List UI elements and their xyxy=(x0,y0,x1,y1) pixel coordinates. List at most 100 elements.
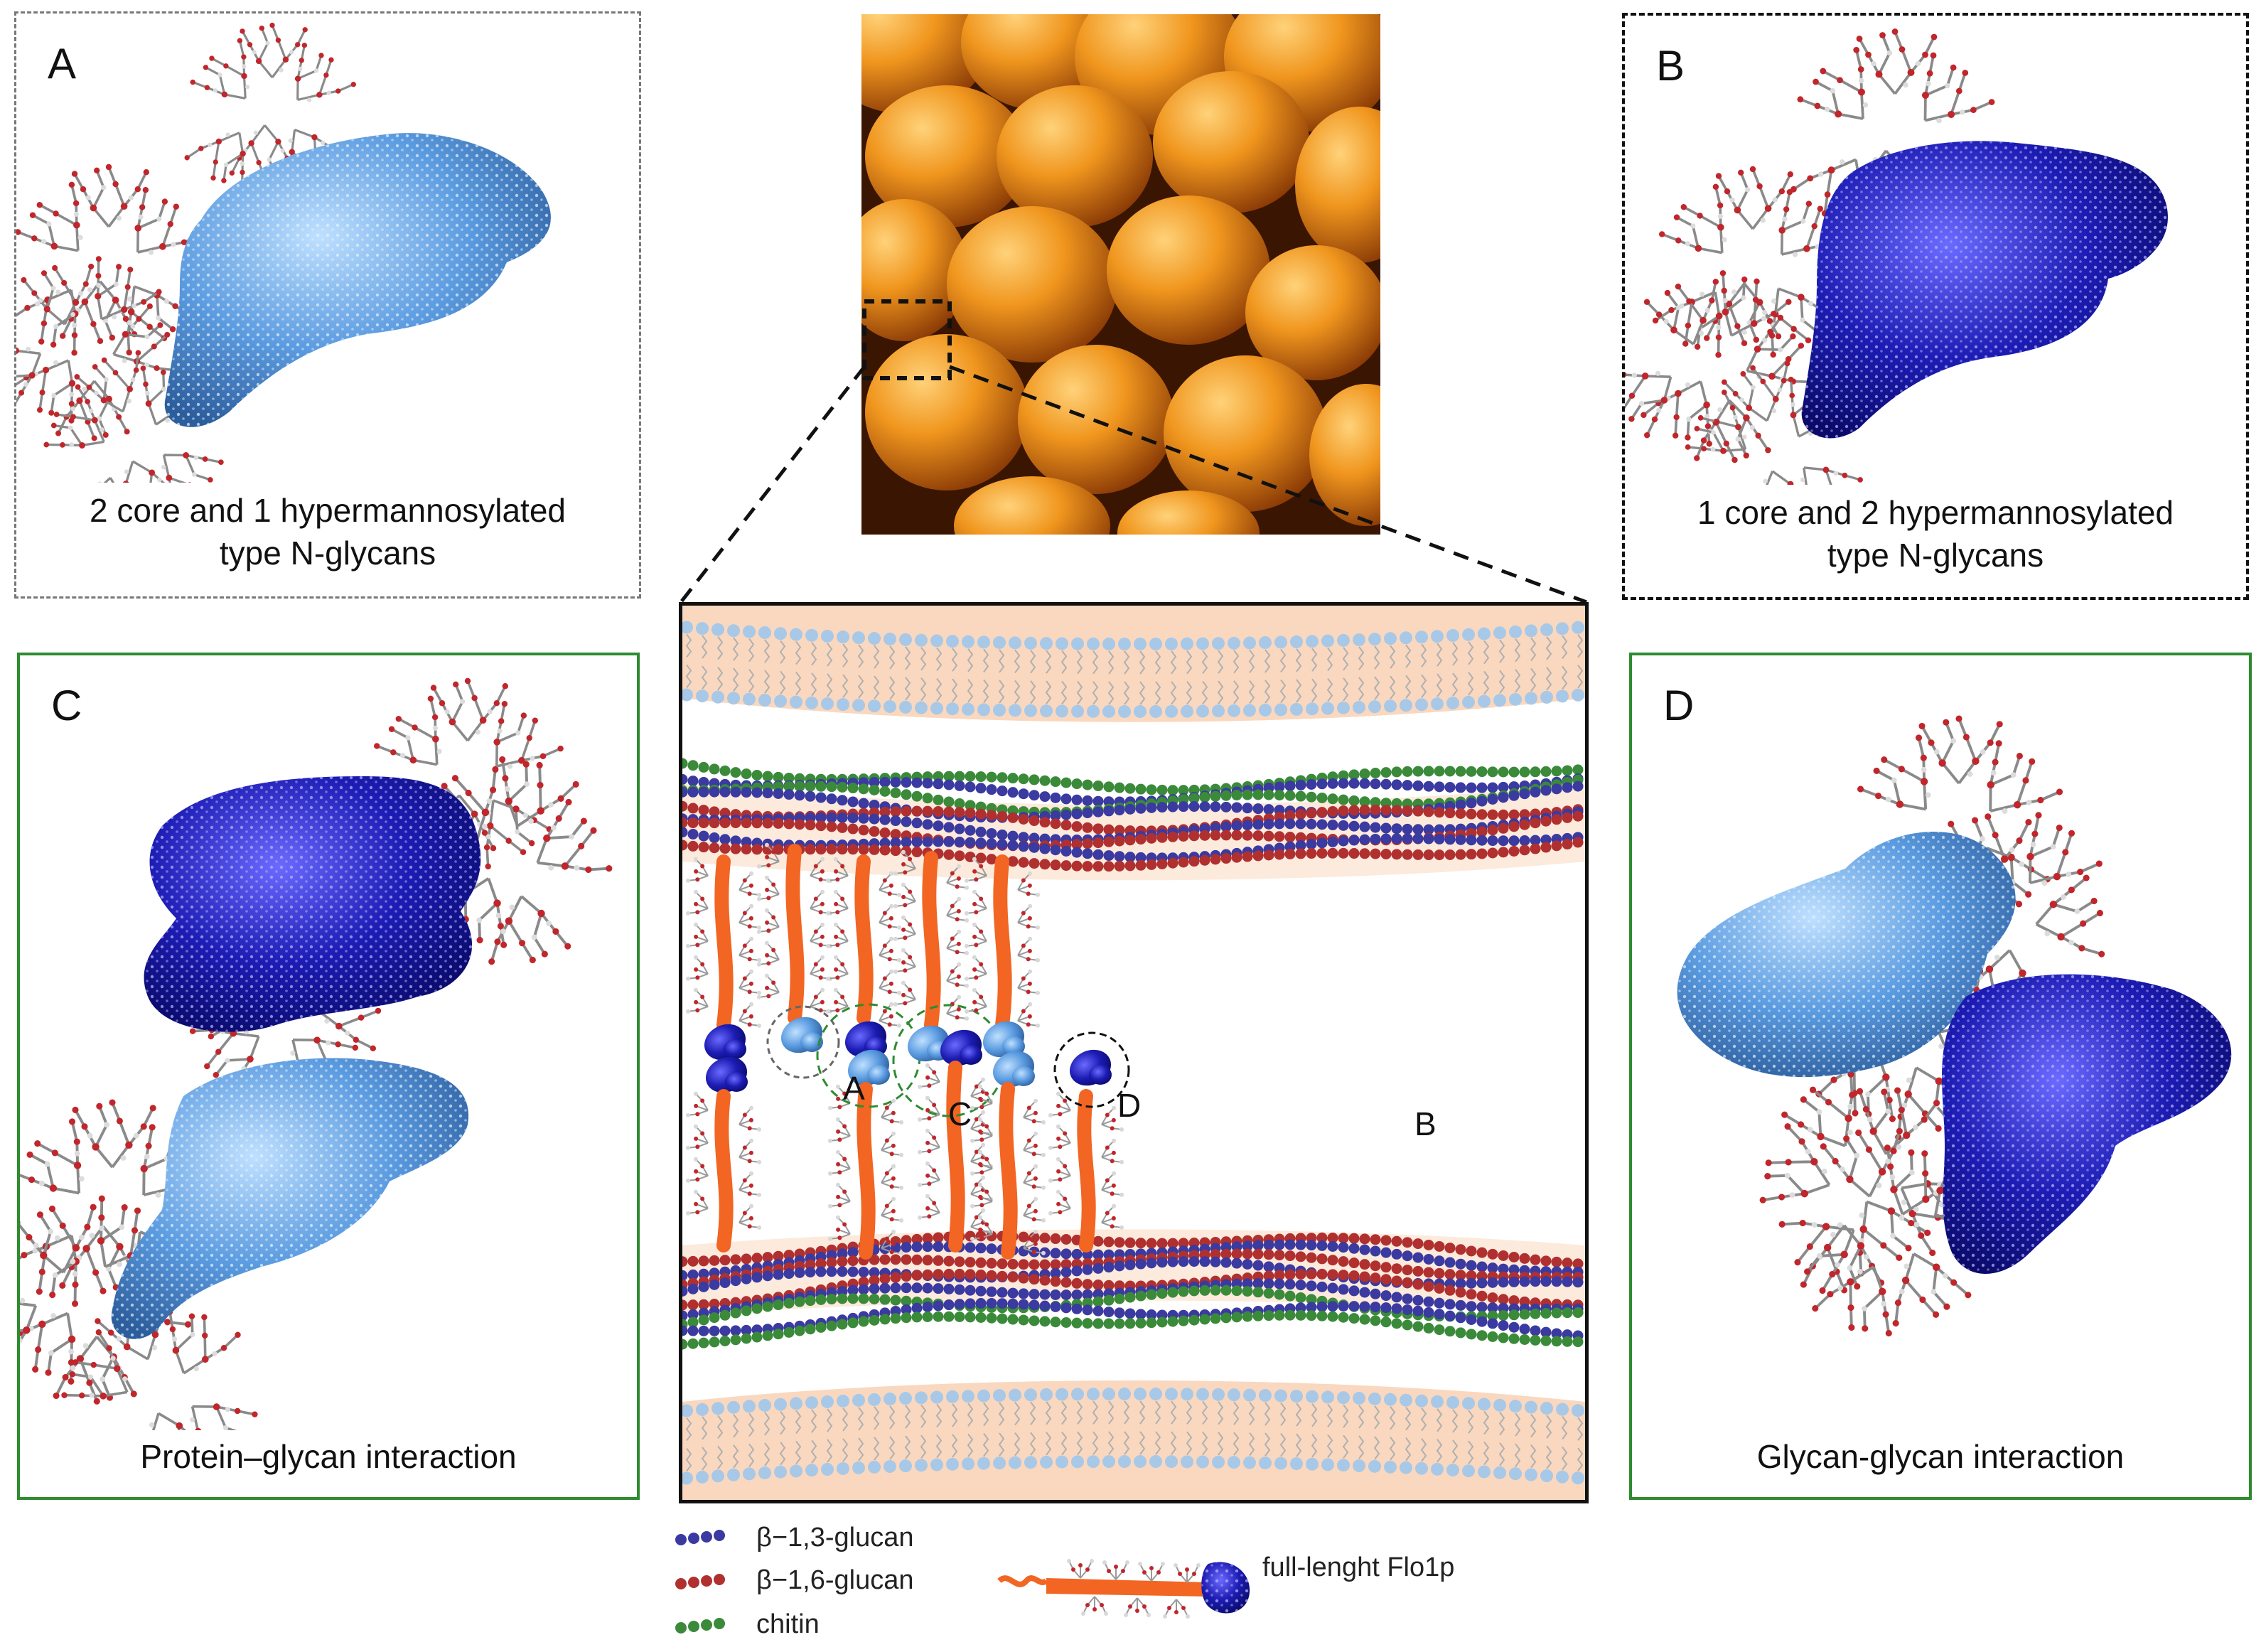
wall-strand-bottom xyxy=(847,1293,859,1304)
wall-strand-bottom xyxy=(879,1273,891,1284)
wall-strand-top xyxy=(975,852,987,864)
legend-beta16-swatch xyxy=(675,1574,725,1589)
wall-strand-bottom xyxy=(1508,1333,1520,1344)
wall-strand-bottom xyxy=(858,1277,869,1288)
wall-strand-top xyxy=(1348,835,1360,846)
wall-strand-top xyxy=(1402,805,1413,816)
wall-strand-top xyxy=(730,835,741,847)
lipid-top-tail xyxy=(1217,650,1224,704)
wall-strand-bottom xyxy=(1263,1249,1274,1260)
wall-strand-top xyxy=(1114,835,1125,847)
wall-strand-top xyxy=(1434,824,1445,835)
wall-strand-bottom xyxy=(1263,1270,1274,1282)
lipid-bottom-tail xyxy=(685,1417,692,1472)
wall-strand-bottom xyxy=(890,1282,901,1294)
lipid-top-tail xyxy=(1342,647,1349,702)
wall-strand-top xyxy=(1050,859,1061,871)
wall-strand-bottom xyxy=(911,1312,923,1323)
wall-strand-bottom xyxy=(1242,1311,1253,1322)
lipid-bottom-head xyxy=(884,1460,896,1474)
wall-strand-bottom xyxy=(965,1242,976,1253)
wall-strand-bottom xyxy=(1359,1287,1370,1298)
wall-strand-bottom xyxy=(869,1267,880,1278)
wall-strand-bottom xyxy=(1348,1301,1360,1312)
lipid-bottom-head xyxy=(1509,1400,1522,1413)
wall-strand-bottom xyxy=(1029,1289,1040,1300)
wall-strand-top xyxy=(1455,849,1466,860)
wall-strand-top xyxy=(1188,856,1200,867)
flo1p-glycan xyxy=(1012,967,1041,1002)
wall-strand-bottom xyxy=(1348,1270,1360,1282)
wall-strand-top xyxy=(1487,793,1498,805)
lipid-bottom-head xyxy=(1306,1390,1319,1403)
wall-strand-top xyxy=(1476,848,1488,859)
wall-strand-bottom xyxy=(1231,1312,1242,1323)
wall-strand-bottom xyxy=(1103,1294,1115,1306)
wall-strand-top xyxy=(997,785,1008,797)
legend-chitin-swatch xyxy=(675,1618,725,1634)
lipid-top-head xyxy=(868,699,881,713)
wall-strand-bottom xyxy=(997,1298,1008,1309)
lipid-top-tail xyxy=(920,647,927,702)
wall-strand-top xyxy=(1188,793,1200,804)
lipid-bottom-head xyxy=(743,1400,756,1413)
wall-strand-top xyxy=(1530,766,1541,778)
wall-strand-top xyxy=(1092,806,1104,817)
wall-strand-bottom xyxy=(1444,1243,1456,1254)
wall-strand-top xyxy=(1466,766,1477,777)
wall-strand-top xyxy=(1327,793,1338,805)
wall-strand-top xyxy=(1018,773,1029,785)
wall-strand-top xyxy=(773,844,784,855)
wall-strand-bottom xyxy=(1124,1237,1136,1248)
wall-strand-bottom xyxy=(837,1293,848,1304)
wall-strand-bottom xyxy=(783,1268,795,1280)
lipid-top-head xyxy=(1368,633,1381,646)
wall-strand-bottom xyxy=(1018,1288,1029,1299)
wall-strand-bottom xyxy=(1434,1240,1445,1252)
wall-strand-top xyxy=(719,765,731,776)
wall-strand-top xyxy=(1103,861,1115,872)
flo1p-glycan xyxy=(1018,1162,1047,1196)
wall-strand-bottom xyxy=(682,1310,688,1321)
wall-strand-bottom xyxy=(698,1325,709,1336)
lipid-bottom-tail xyxy=(1170,1400,1177,1455)
lipid-top-head xyxy=(682,621,693,634)
wall-strand-top xyxy=(1391,833,1402,844)
flo1p-domain-light xyxy=(1012,1066,1035,1086)
wall-strand-bottom xyxy=(1402,1304,1413,1315)
lipid-bottom-tail xyxy=(1467,1410,1474,1464)
wall-strand-top xyxy=(1540,766,1552,777)
lipid-bottom-head xyxy=(1290,1390,1303,1403)
lipid-bottom-head xyxy=(1462,1397,1475,1410)
wall-strand-bottom xyxy=(1199,1256,1210,1267)
lipid-top-head xyxy=(821,629,834,643)
wall-strand-top xyxy=(1007,787,1019,798)
wall-strand-top xyxy=(682,827,688,838)
wall-strand-bottom xyxy=(1306,1268,1317,1280)
lipid-bottom-tail xyxy=(935,1403,943,1459)
wall-strand-bottom xyxy=(1476,1261,1488,1272)
protein-glycan-interaction-model xyxy=(20,655,637,1430)
wall-strand-bottom xyxy=(975,1257,987,1268)
lipid-top-head xyxy=(1024,636,1037,650)
wall-strand-bottom xyxy=(698,1337,709,1348)
wall-strand-bottom xyxy=(1370,1315,1381,1326)
wall-strand-top xyxy=(709,763,720,775)
wall-strand-bottom xyxy=(762,1301,773,1312)
wall-strand-bottom xyxy=(869,1283,880,1294)
lipid-top-head xyxy=(1040,704,1053,718)
lipid-top-head xyxy=(946,702,959,716)
wall-strand-bottom xyxy=(1359,1233,1370,1245)
wall-strand-top xyxy=(1412,766,1424,777)
wall-strand-bottom xyxy=(1370,1260,1381,1272)
lipid-top-tail xyxy=(1326,647,1333,702)
wall-strand-bottom xyxy=(954,1268,965,1280)
wall-strand-top xyxy=(1263,818,1274,830)
lipid-top-head xyxy=(1071,704,1084,718)
wall-strand-top xyxy=(1306,848,1317,859)
lipid-top-tail xyxy=(982,648,989,703)
wall-strand-bottom xyxy=(687,1269,699,1280)
wall-strand-top xyxy=(1039,817,1051,828)
wall-strand-bottom xyxy=(1402,1265,1413,1276)
wall-strand-bottom xyxy=(1124,1259,1136,1270)
